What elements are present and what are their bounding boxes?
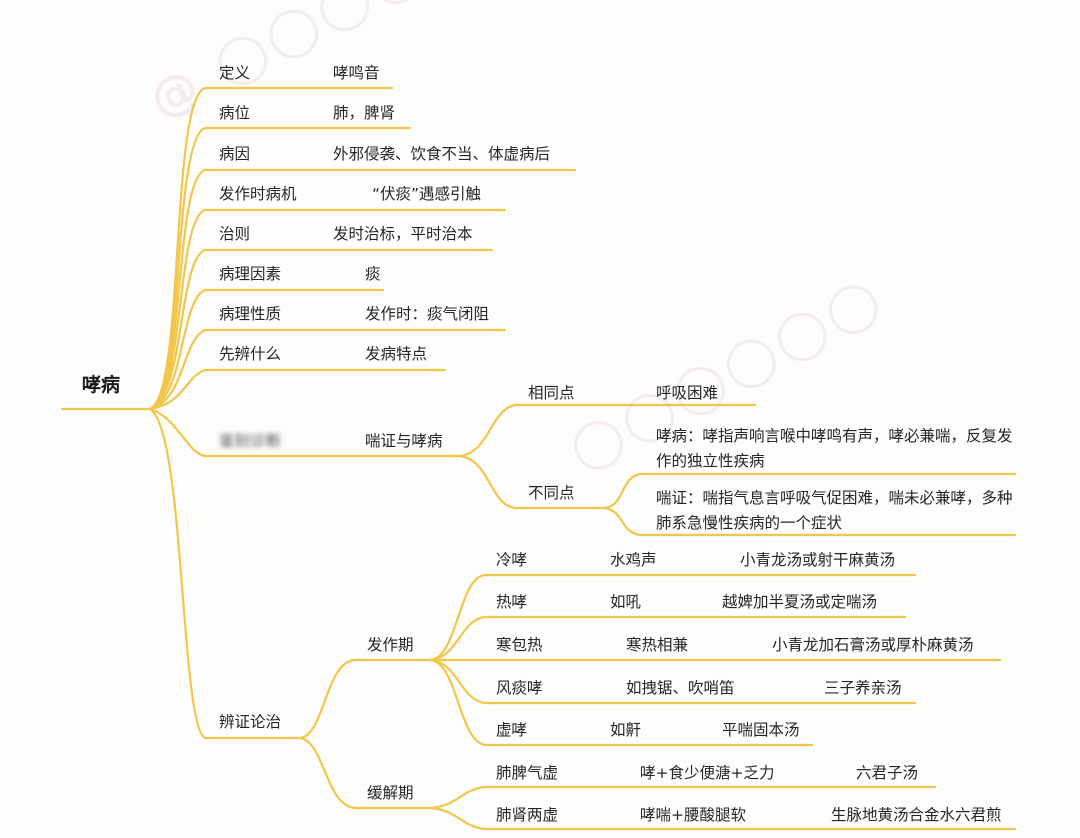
syndrome-formula: 平喘固本汤 <box>722 721 800 739</box>
branch-label: 病理因素 <box>219 265 282 283</box>
diff-point-asthma: 哮病：哮指声响言喉中哮鸣有声，哮必兼喘，反复发作的独立性疾病 <box>656 427 1013 470</box>
syndrome-sign: 如拽锯、吹哨笛 <box>626 679 735 697</box>
syndrome-sign: 如鼾 <box>610 721 642 739</box>
syndrome-type: 肺脾气虚 <box>496 764 559 782</box>
syndrome-sign: 如吼 <box>610 593 642 611</box>
same-point-label: 相同点 <box>528 384 575 402</box>
syndrome-formula: 越婢加半夏汤或定喘汤 <box>722 593 878 611</box>
diff-point-dyspnea: 喘证：喘指气息言呼吸气促困难，喘未必兼哮，多种肺系急慢性疾病的一个症状 <box>656 489 1013 532</box>
diagnosis-label: 鉴别诊断 <box>219 432 282 450</box>
syndrome-formula: 六君子汤 <box>856 764 919 782</box>
branch-label: 病理性质 <box>219 305 282 323</box>
branch-label: 病因 <box>219 145 251 163</box>
syndrome-sign: 水鸡声 <box>610 551 657 569</box>
syndrome-formula: 小青龙汤或射干麻黄汤 <box>740 551 896 569</box>
branch-label: 治则 <box>219 225 251 243</box>
root-topic: 哮病 <box>82 374 121 396</box>
treatment-label: 辨证论治 <box>219 713 282 731</box>
branch-value: 发病特点 <box>365 345 428 363</box>
branch-label: 定义 <box>219 64 251 82</box>
branch-value: “伏痰”遇感引触 <box>372 185 482 203</box>
syndrome-formula: 三子养亲汤 <box>824 679 902 697</box>
syndrome-type: 肺肾两虚 <box>496 806 559 824</box>
syndrome-sign: 哮+食少便溏+乏力 <box>640 764 775 782</box>
syndrome-formula: 生脉地黄汤合金水六君煎 <box>831 806 1002 824</box>
attack-stage-label: 发作期 <box>367 636 414 654</box>
same-point-value: 呼吸困难 <box>656 384 719 402</box>
diagnosis-topic: 喘证与哮病 <box>365 432 443 450</box>
branch-label: 发作时病机 <box>219 185 297 203</box>
syndrome-type: 热哮 <box>496 593 528 611</box>
syndrome-type: 冷哮 <box>496 551 528 569</box>
remission-stage-label: 缓解期 <box>367 784 414 802</box>
syndrome-type: 风痰哮 <box>496 679 543 697</box>
syndrome-sign: 哮喘+腰酸腿软 <box>640 806 746 824</box>
branch-value: 发作时：痰气闭阻 <box>365 305 490 323</box>
syndrome-sign: 寒热相兼 <box>626 636 689 654</box>
syndrome-type: 寒包热 <box>496 636 543 654</box>
branch-value: 外邪侵袭、饮食不当、体虚病后 <box>333 145 551 163</box>
branch-label: 病位 <box>219 104 251 122</box>
branch-value: 肺，脾肾 <box>333 104 396 122</box>
diff-point-label: 不同点 <box>528 484 575 502</box>
syndrome-type: 虚哮 <box>496 721 528 739</box>
syndrome-formula: 小青龙加石膏汤或厚朴麻黄汤 <box>772 636 974 654</box>
branch-value: 痰 <box>365 265 381 283</box>
branch-value: 发时治标，平时治本 <box>333 225 473 243</box>
branch-label: 先辨什么 <box>219 345 282 363</box>
branch-value: 哮鸣音 <box>333 64 380 82</box>
